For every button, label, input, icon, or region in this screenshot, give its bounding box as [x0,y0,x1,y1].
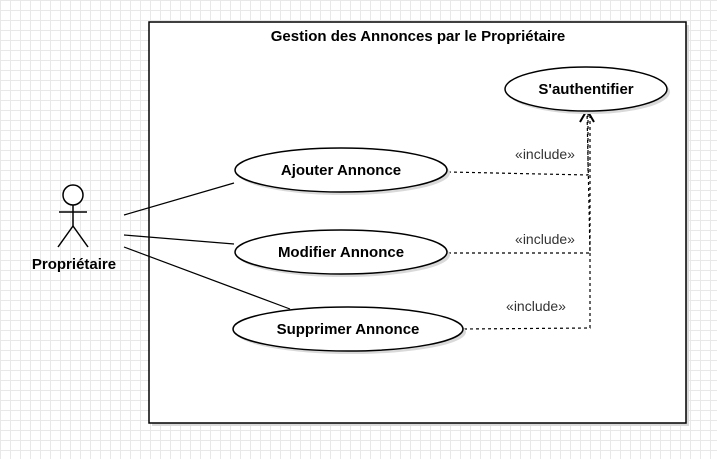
use-case-ellipse [234,147,448,193]
include-line-edit[interactable] [448,111,591,254]
use-case-ellipse [234,229,448,275]
association-delete[interactable] [123,246,291,310]
include-line-delete[interactable] [463,112,591,330]
use-case-ellipse [504,66,668,112]
use-case-edit-listing[interactable]: Modifier Annonce [234,229,450,277]
actor-head [62,184,84,206]
use-case-label: Modifier Annonce [278,244,404,261]
include-line-add[interactable] [447,112,589,176]
use-case-add-listing[interactable]: Ajouter Annonce [234,147,450,195]
include-label-edit: «include» [515,231,575,247]
association-add[interactable] [123,182,235,216]
actor-right-leg [72,225,89,248]
use-case-label: Supprimer Annonce [277,321,420,338]
include-label-add: «include» [515,146,575,162]
use-case-ellipse [232,306,464,352]
use-case-label: Ajouter Annonce [281,162,401,179]
include-label-delete: «include» [506,298,566,314]
use-case-label: S'authentifier [538,81,633,98]
association-edit[interactable] [123,234,235,245]
use-case-authenticate[interactable]: S'authentifier [504,66,670,114]
use-case-delete-listing[interactable]: Supprimer Annonce [232,306,466,354]
actor-label: Propriétaire [32,256,116,273]
actor-proprietaire[interactable] [57,184,89,248]
system-title: Gestion des Annonces par le Propriétaire [271,28,566,45]
actor-left-leg [57,225,74,248]
